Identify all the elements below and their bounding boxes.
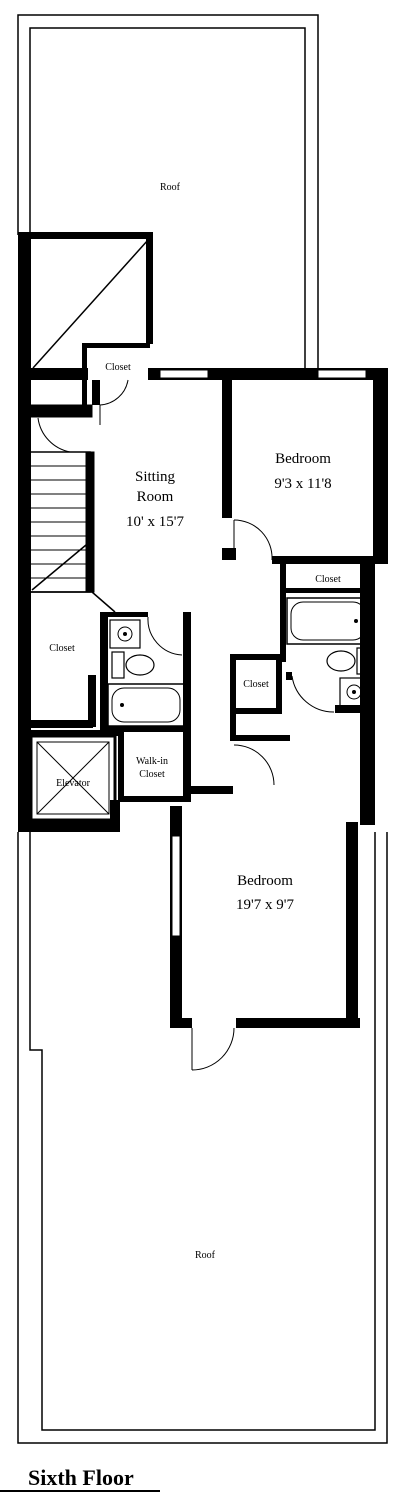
label-sitting-room-1: Sitting xyxy=(135,469,176,485)
closet-top xyxy=(82,343,150,425)
label-roof-bottom: Roof xyxy=(195,1250,216,1261)
exterior-walls xyxy=(18,368,388,832)
bedroom-2 xyxy=(170,806,360,1071)
label-closet-top: Closet xyxy=(105,362,131,373)
roof-bottom-area xyxy=(17,832,388,1444)
label-bedroom-2: Bedroom xyxy=(237,873,293,889)
bath-right xyxy=(280,562,375,713)
bedroom-1 xyxy=(222,380,375,564)
label-roof-top: Roof xyxy=(160,182,181,193)
label-walkin-1: Walk-in xyxy=(136,756,168,767)
label-bedroom-1: Bedroom xyxy=(275,451,331,467)
label-closet-left: Closet xyxy=(49,643,75,654)
label-sitting-room-dims: 10' x 15'7 xyxy=(126,514,184,530)
bath-left xyxy=(100,612,191,792)
label-elevator: Elevator xyxy=(56,778,91,789)
top-windows xyxy=(159,369,367,379)
stairs xyxy=(29,404,95,593)
title-underline xyxy=(0,1490,160,1492)
label-sitting-room-2: Room xyxy=(137,489,174,505)
label-walkin-2: Closet xyxy=(139,769,165,780)
closet-middle xyxy=(230,654,290,786)
label-bedroom-2-dims: 19'7 x 9'7 xyxy=(236,897,294,913)
walkin-elevator xyxy=(29,730,233,822)
label-closet-middle: Closet xyxy=(243,679,269,690)
label-bedroom-1-dims: 9'3 x 11'8 xyxy=(274,476,331,492)
shaft-block xyxy=(18,232,153,832)
closet-left xyxy=(31,591,116,728)
roof-top-area xyxy=(17,14,319,370)
floor-title: Sixth Floor xyxy=(28,1465,134,1490)
label-closet-right: Closet xyxy=(315,574,341,585)
